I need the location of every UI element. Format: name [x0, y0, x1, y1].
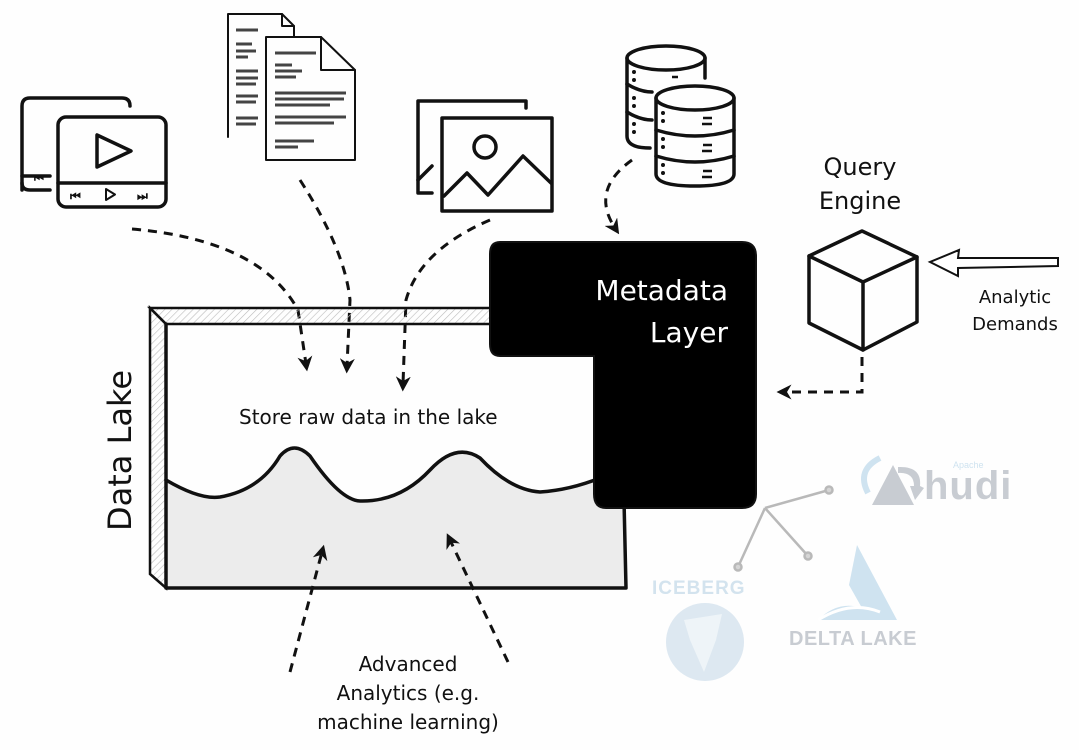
analytic-demands-line1: Analytic [978, 287, 1052, 308]
engine-to-metadata-arrow [776, 357, 864, 400]
database-icon [625, 44, 736, 188]
analytic-demands-line2: Demands [972, 314, 1058, 335]
data-lake-title: Data Lake [101, 369, 139, 531]
delta-lake-logo-icon [817, 545, 897, 622]
analytic-demands-arrow [927, 248, 1059, 278]
metadata-layer-block [489, 241, 757, 509]
lake-water [166, 448, 626, 588]
video-files-icon: ⏮ ⏮ ⏭ [20, 96, 168, 209]
svg-text:⏮: ⏮ [70, 189, 81, 203]
video-to-lake-arrow [131, 227, 313, 372]
analytic-demands-label: Analytic Demands [955, 284, 1075, 338]
analytics-arrow-left [288, 544, 328, 673]
advanced-analytics-line1: Advanced [358, 652, 458, 676]
hudi-logo-label: hudi [924, 464, 1013, 508]
metadata-layer-line2: Layer [649, 316, 728, 349]
format-connector [733, 485, 834, 572]
advanced-analytics-line2: Analytics (e.g. [336, 681, 480, 705]
analytics-arrow-right [446, 533, 510, 663]
hudi-apache-label: Apache [953, 460, 984, 470]
delta-lake-logo-label: DELTA LAKE [789, 628, 917, 650]
query-engine-cube-icon [807, 229, 919, 352]
db-to-metadata-arrow [604, 158, 633, 235]
source-arrows [131, 158, 633, 392]
iceberg-logo-label: ICEBERG [652, 578, 746, 599]
advanced-analytics-line3: machine learning) [317, 710, 499, 734]
advanced-analytics-label: Advanced Analytics (e.g. machine learnin… [298, 650, 518, 737]
document-files-icon [227, 13, 356, 161]
metadata-layer-line1: Metadata [595, 274, 728, 307]
query-engine-label: Query Engine [795, 150, 925, 218]
store-raw-data-label: Store raw data in the lake [239, 405, 498, 429]
query-engine-line1: Query [823, 153, 897, 181]
svg-text:⏭: ⏭ [137, 189, 148, 203]
svg-text:⏮: ⏮ [34, 172, 44, 185]
docs-to-lake-arrow [298, 179, 355, 374]
hudi-logo-icon [861, 455, 924, 505]
images-to-lake-arrow [395, 218, 491, 392]
metadata-layer-label: Metadata Layer [560, 270, 728, 354]
lake-wave [164, 446, 602, 503]
query-engine-line2: Engine [818, 187, 902, 215]
image-files-icon [416, 99, 554, 213]
iceberg-logo-icon [666, 603, 744, 681]
